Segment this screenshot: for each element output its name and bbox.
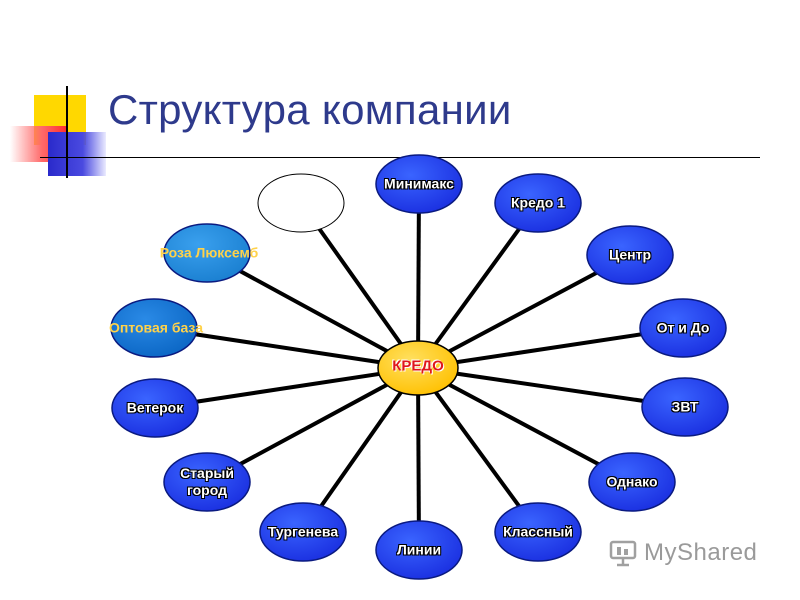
- node-label: Тургенева: [267, 523, 339, 540]
- spoke-line: [301, 366, 420, 534]
- node-label: Центр: [608, 246, 652, 263]
- node-label: ЗВТ: [671, 398, 699, 415]
- node-label: Минимакс: [384, 175, 454, 192]
- diagram-node: [641, 377, 729, 437]
- diagram-node: [110, 298, 198, 358]
- diagram-node: [586, 225, 674, 285]
- diagram-node: [639, 298, 727, 358]
- diagram-node: [163, 452, 251, 512]
- diagram-node: [588, 452, 676, 512]
- page-title: Структура компании: [108, 86, 512, 133]
- diagram-node: [375, 154, 463, 214]
- spoke-line: [299, 201, 420, 370]
- spoke-line: [416, 201, 540, 370]
- watermark-text: MyShared: [644, 539, 758, 566]
- spoke-line: [417, 366, 686, 409]
- node-label: Классный: [503, 523, 573, 540]
- title-accent-blue-block: [48, 132, 106, 176]
- node-label: Кредо 1: [511, 194, 565, 211]
- node-label: Линии: [396, 541, 442, 558]
- center-node: [377, 340, 459, 396]
- spoke-line: [417, 366, 633, 484]
- myshared-logo-icon: [609, 540, 637, 567]
- spoke-line: [206, 366, 419, 484]
- center-node-label: КРЕДО: [392, 357, 444, 375]
- node-label: Старый город: [180, 465, 234, 498]
- spoke-line: [206, 251, 419, 370]
- watermark: MyShared: [608, 538, 757, 568]
- spoke-line: [417, 326, 684, 370]
- title-accent-vertical-line: [66, 86, 68, 178]
- spoke-line: [416, 366, 540, 534]
- diagram-node: [111, 378, 199, 438]
- node-label: Оптовая база: [108, 319, 204, 336]
- diagram-node: [163, 223, 251, 283]
- diagram-node: [375, 520, 463, 580]
- spoke-line: [416, 183, 421, 369]
- node-label: От и До: [656, 319, 710, 336]
- spoke-line: [417, 253, 631, 370]
- diagram-node: [257, 173, 345, 233]
- node-label: Однако: [606, 473, 658, 490]
- diagram-node: [494, 173, 582, 233]
- diagram-node: [494, 502, 582, 562]
- spoke-line: [153, 326, 419, 370]
- spoke-line: [154, 366, 419, 410]
- node-label: Ветерок: [126, 399, 184, 416]
- diagram-node: [259, 502, 347, 562]
- spoke-line: [416, 367, 421, 551]
- node-label: Роза Люксемб: [159, 244, 259, 261]
